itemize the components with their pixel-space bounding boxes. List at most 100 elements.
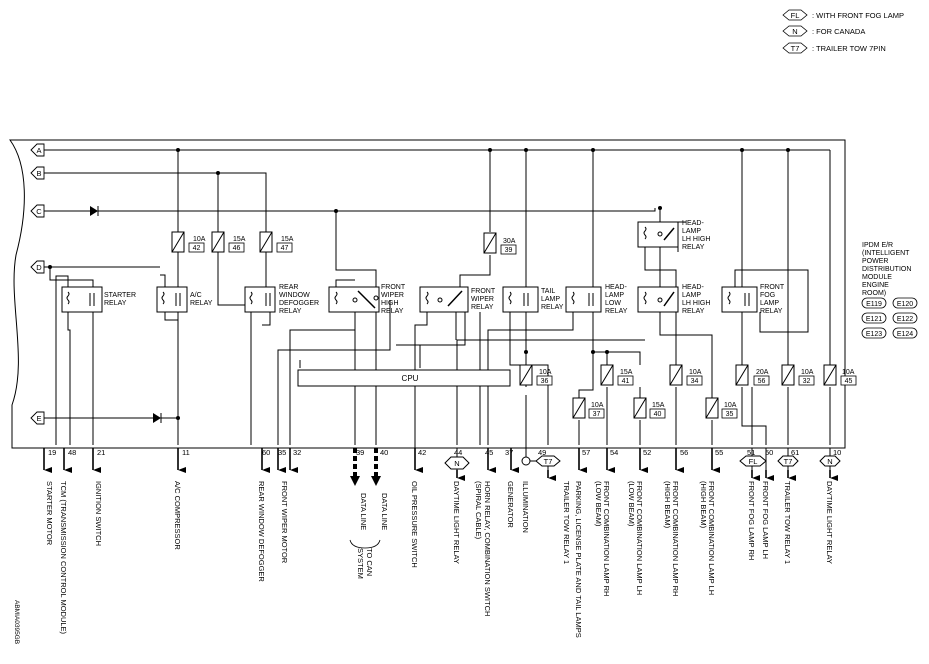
- data-lines: [350, 448, 381, 486]
- svg-text:34: 34: [691, 378, 699, 385]
- svg-text:LOW: LOW: [605, 300, 621, 307]
- bus-label-e: E: [36, 414, 41, 423]
- svg-text:N: N: [827, 457, 832, 466]
- svg-text:ENGINE: ENGINE: [862, 282, 889, 289]
- diode-c: [90, 206, 99, 216]
- label-fcl-rh-high-beam: (HIGH BEAM): [663, 481, 672, 529]
- svg-text:HEAD-: HEAD-: [682, 284, 704, 291]
- bus-label-d: D: [36, 263, 42, 272]
- svg-text:10A: 10A: [591, 402, 604, 409]
- svg-text:POWER: POWER: [862, 258, 888, 265]
- svg-text:30A: 30A: [503, 238, 516, 245]
- module-label: IPDM E/R (INTELLIGENT POWER DISTRIBUTION…: [862, 242, 911, 297]
- fuses: 10A 42 15A 46 15A 47 30A 39 10A 36 10A 3…: [171, 231, 857, 419]
- svg-text:WIPER: WIPER: [471, 296, 494, 303]
- svg-text:51: 51: [747, 448, 755, 457]
- svg-text:10A: 10A: [842, 369, 855, 376]
- label-fcl-rh-low: FRONT COMBINATION LAMP RH: [602, 481, 611, 596]
- svg-text:DISTRIBUTION: DISTRIBUTION: [862, 266, 911, 273]
- legend: FL : WITH FRONT FOG LAMP N : FOR CANADA …: [782, 9, 904, 54]
- legend-code-t7: T7: [791, 44, 800, 53]
- svg-text:E121: E121: [866, 316, 882, 323]
- label-front-wiper-motor: FRONT WIPER MOTOR: [280, 481, 289, 564]
- svg-text:RELAY: RELAY: [682, 244, 705, 251]
- svg-text:35: 35: [278, 448, 286, 457]
- svg-text:15A: 15A: [652, 402, 665, 409]
- svg-text:FL: FL: [749, 457, 758, 466]
- svg-text:WINDOW: WINDOW: [279, 292, 310, 299]
- svg-text:LAMP: LAMP: [605, 292, 624, 299]
- svg-text:E120: E120: [897, 301, 913, 308]
- svg-text:ROOM): ROOM): [862, 290, 886, 297]
- svg-text:21: 21: [97, 448, 105, 457]
- label-oil-pressure: OIL PRESSURE SWITCH: [410, 481, 419, 568]
- svg-text:LH HIGH: LH HIGH: [682, 300, 710, 307]
- svg-text:E124: E124: [897, 331, 913, 338]
- svg-text:10A: 10A: [801, 369, 814, 376]
- svg-text:FRONT: FRONT: [381, 284, 406, 291]
- marker-texts: N T7 FL T7 N: [454, 457, 832, 468]
- bus-label-b: B: [36, 169, 41, 178]
- module-connectors: E119 E120 E121 E122 E123 E124: [861, 297, 918, 339]
- label-fcl-rh-high: FRONT COMBINATION LAMP RH: [671, 481, 680, 596]
- pin-numbers: 19 48 21 11 60 35 32 39 40 42 44 45 37 4…: [48, 448, 841, 457]
- fuse-32: 10A 32: [781, 364, 815, 386]
- can-bracket: [349, 539, 381, 549]
- svg-text:15A: 15A: [233, 236, 246, 243]
- svg-text:52: 52: [643, 448, 651, 457]
- svg-text:39: 39: [356, 448, 364, 457]
- legend-text-fl: : WITH FRONT FOG LAMP: [812, 11, 904, 20]
- svg-text:FRONT: FRONT: [471, 288, 496, 295]
- svg-text:E119: E119: [866, 301, 882, 308]
- fuse-46: 15A 46: [211, 231, 246, 253]
- bus-label-c: C: [36, 207, 42, 216]
- output-labels: STARTER MOTOR TCM (TRANSMISSION CONTROL …: [45, 481, 834, 638]
- svg-text:40: 40: [654, 411, 662, 418]
- fuse-36: 10A 36: [519, 364, 553, 386]
- svg-text:LAMP: LAMP: [682, 228, 701, 235]
- label-trailer-tow-relay: TRAILER TOW RELAY 1: [562, 481, 571, 564]
- svg-text:LAMP: LAMP: [682, 292, 701, 299]
- svg-text:FOG: FOG: [760, 292, 775, 299]
- legend-code-fl: FL: [791, 11, 800, 20]
- svg-text:LAMP: LAMP: [760, 300, 779, 307]
- svg-text:32: 32: [803, 378, 811, 385]
- svg-text:47: 47: [281, 245, 289, 252]
- ipdm-outline: [9, 139, 846, 449]
- svg-text:FRONT: FRONT: [760, 284, 785, 291]
- svg-text:E122: E122: [897, 316, 913, 323]
- svg-text:RELAY: RELAY: [541, 304, 564, 311]
- svg-text:15A: 15A: [281, 236, 294, 243]
- relay-tail: [502, 286, 539, 313]
- svg-text:56: 56: [758, 378, 766, 385]
- svg-text:A/C: A/C: [190, 292, 202, 299]
- svg-text:10A: 10A: [539, 369, 552, 376]
- label-ac-compressor: A/C COMPRESSOR: [173, 481, 182, 550]
- legend-text-t7: : TRAILER TOW 7PIN: [812, 44, 886, 53]
- svg-text:37: 37: [593, 411, 601, 418]
- svg-text:CPU: CPU: [402, 374, 419, 383]
- legend-code-n: N: [792, 27, 797, 36]
- wires: [44, 149, 831, 457]
- svg-text:42: 42: [193, 245, 201, 252]
- cpu: CPU: [297, 369, 511, 387]
- label-trailer-tow-relay-2: TRAILER TOW RELAY 1: [783, 481, 792, 564]
- fuse-45: 10A 45: [823, 364, 857, 386]
- label-system: SYSTEM: [356, 548, 365, 579]
- svg-text:55: 55: [715, 448, 723, 457]
- fuse-42: 10A 42: [171, 231, 206, 253]
- label-rear-defogger: REAR WINDOW DEFOGGER: [257, 481, 266, 582]
- junction-dots: [48, 148, 790, 420]
- relay-lh-high-bottom: [637, 286, 679, 313]
- svg-text:REAR: REAR: [279, 284, 298, 291]
- label-horn-relay: HORN RELAY, COMBINATION SWITCH: [483, 481, 492, 616]
- label-fog-rh: FRONT FOG LAMP RH: [747, 481, 756, 560]
- svg-text:HIGH: HIGH: [381, 300, 399, 307]
- label-data-line-b: DATA LINE: [380, 493, 389, 530]
- legend-item-fl: FL : WITH FRONT FOG LAMP: [782, 9, 904, 21]
- svg-text:LAMP: LAMP: [541, 296, 560, 303]
- svg-text:45: 45: [845, 378, 853, 385]
- svg-text:48: 48: [68, 448, 76, 457]
